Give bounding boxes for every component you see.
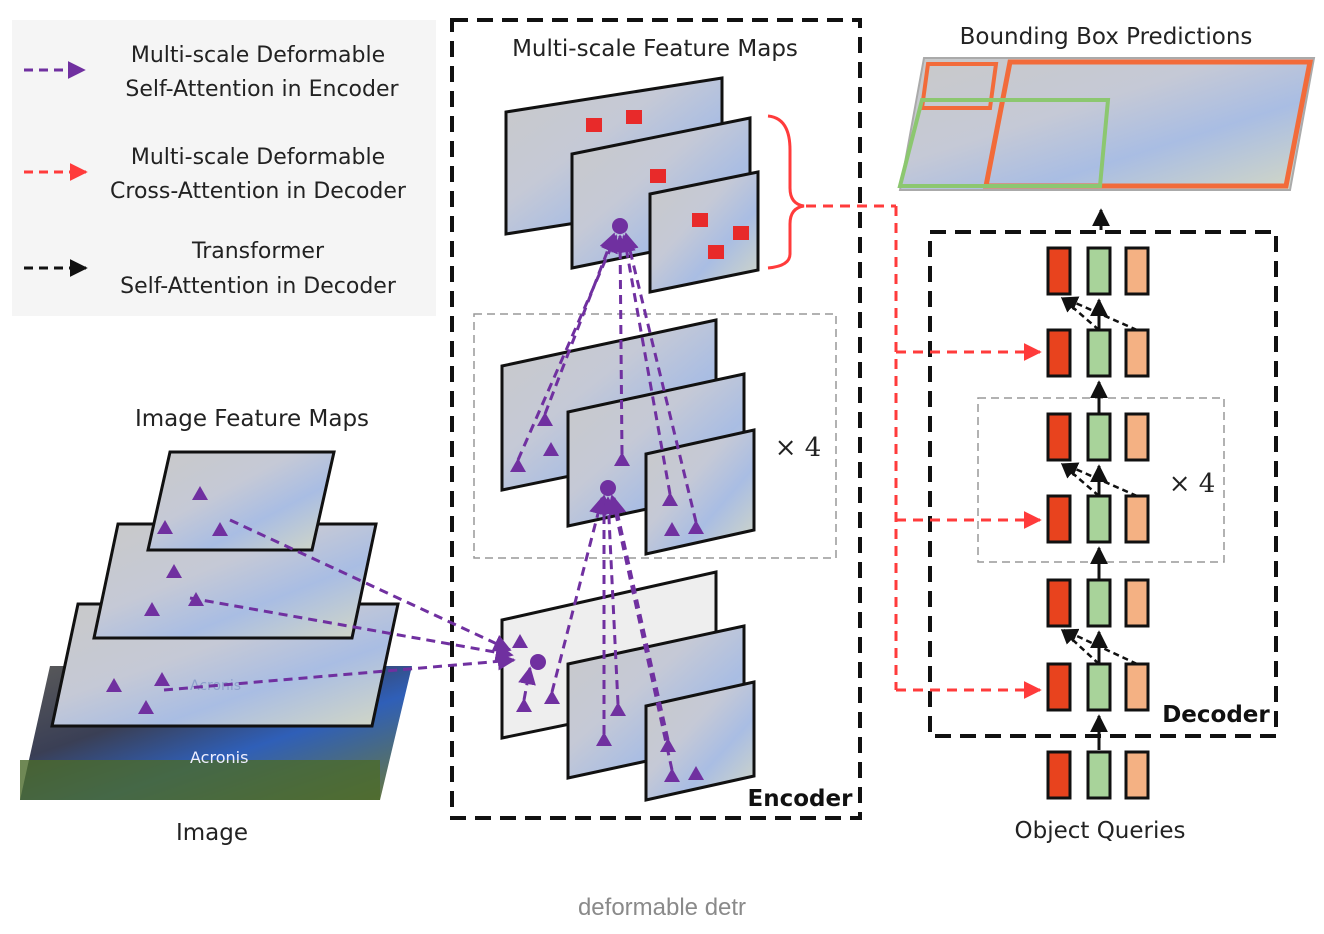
query-row-3 — [1046, 412, 1150, 462]
query-row-6 — [1046, 662, 1150, 712]
query-row-2 — [1046, 328, 1150, 378]
legend: Multi-scale Deformable Self-Attention in… — [12, 20, 436, 316]
bbox-green — [897, 98, 1111, 188]
encoder-middle-map-3 — [644, 428, 756, 556]
query-row-1 — [1046, 246, 1150, 296]
bounding-box-predictions: Bounding Box Predictions — [897, 24, 1316, 230]
bounding-box-predictions-label: Bounding Box Predictions — [960, 24, 1253, 50]
query-point-middle — [600, 480, 616, 496]
sampling-location-5 — [733, 226, 749, 240]
encoder-label: Encoder — [748, 786, 854, 812]
encoder-repeat-label: × 4 — [775, 433, 822, 463]
decoder-label: Decoder — [1162, 702, 1270, 728]
object-query-green — [1086, 750, 1112, 800]
object-queries: Object Queries — [1014, 750, 1186, 844]
legend-cross-line2: Cross-Attention in Decoder — [110, 179, 407, 204]
legend-decoder-self-line1: Transformer — [191, 239, 325, 264]
bbox-large-orange — [982, 59, 1314, 189]
legend-cross-line1: Multi-scale Deformable — [131, 145, 385, 170]
decoder-repeat-label: × 4 — [1169, 469, 1216, 499]
image-caption: deformable detr — [577, 894, 747, 921]
sampling-location-3 — [650, 169, 666, 183]
encoder-output-brace — [767, 114, 805, 270]
query-point-top — [612, 218, 628, 234]
image-feature-maps-label: Image Feature Maps — [135, 406, 369, 432]
query-row-4 — [1046, 494, 1150, 544]
image-feature-maps: Image Feature Maps Acronis Image Acronis — [20, 406, 412, 846]
legend-encoder-line1: Multi-scale Deformable — [131, 43, 385, 68]
decoder-self-attention-arrows — [1060, 296, 1138, 666]
query-row-5 — [1046, 578, 1150, 628]
input-image-jersey-text: Acronis — [190, 748, 248, 767]
object-query-red — [1046, 750, 1072, 800]
query-point-bottom — [530, 654, 546, 670]
encoder-attention-lines — [163, 232, 698, 771]
image-label: Image — [176, 820, 248, 846]
object-query-peach — [1124, 750, 1150, 800]
decoder-cross-attention-arrows — [806, 204, 1042, 699]
encoder-output-map-3 — [648, 170, 760, 294]
encoder-layer-repeat-box — [473, 313, 837, 559]
sampling-location-1 — [586, 118, 602, 132]
encoder-box — [450, 18, 862, 820]
legend-decoder-self-line2: Self-Attention in Decoder — [120, 274, 397, 299]
sampling-location-6 — [708, 245, 724, 259]
multi-scale-feature-maps-label: Multi-scale Feature Maps — [512, 36, 798, 62]
input-image-grass — [20, 760, 380, 800]
sampling-location-4 — [692, 213, 708, 227]
encoder: Multi-scale Feature Maps Encoder × 4 — [163, 18, 862, 820]
legend-encoder-line2: Self-Attention in Encoder — [125, 77, 399, 102]
feature-map-small — [146, 450, 336, 552]
decoder: Decoder × 4 — [806, 204, 1278, 844]
sampling-location-2 — [626, 110, 642, 124]
object-queries-label: Object Queries — [1014, 818, 1185, 844]
bbox-small-orange — [919, 62, 999, 110]
